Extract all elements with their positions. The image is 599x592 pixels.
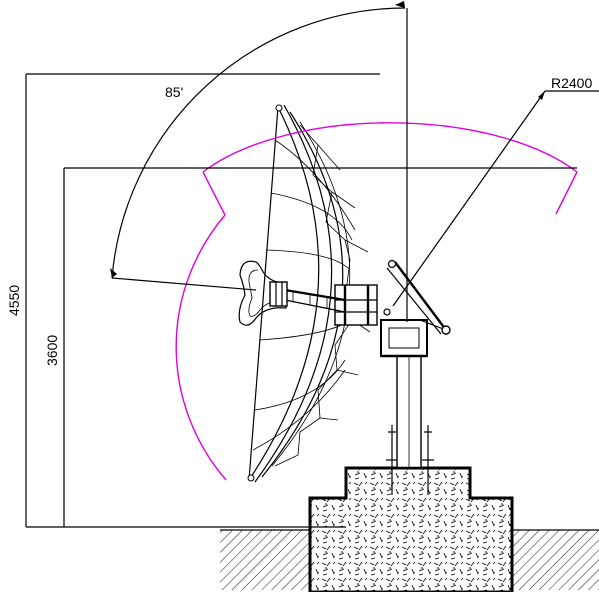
anchor-bolts	[386, 425, 434, 495]
sweep-arc	[175, 122, 578, 481]
concrete-foundation	[308, 466, 514, 592]
radius-label: R2400	[551, 75, 592, 91]
pedestal-column	[388, 354, 432, 470]
height-total-label: 4550	[6, 285, 22, 316]
elevation-actuator	[383, 259, 451, 335]
pivot-head	[380, 319, 447, 358]
dimension-lines	[25, 1, 599, 528]
height-pivot-label: 3600	[44, 335, 60, 366]
angle-label: 85'	[165, 84, 183, 100]
ground-hatching	[220, 529, 599, 590]
feed-support-arm	[284, 288, 346, 313]
feed-horn	[238, 260, 288, 326]
